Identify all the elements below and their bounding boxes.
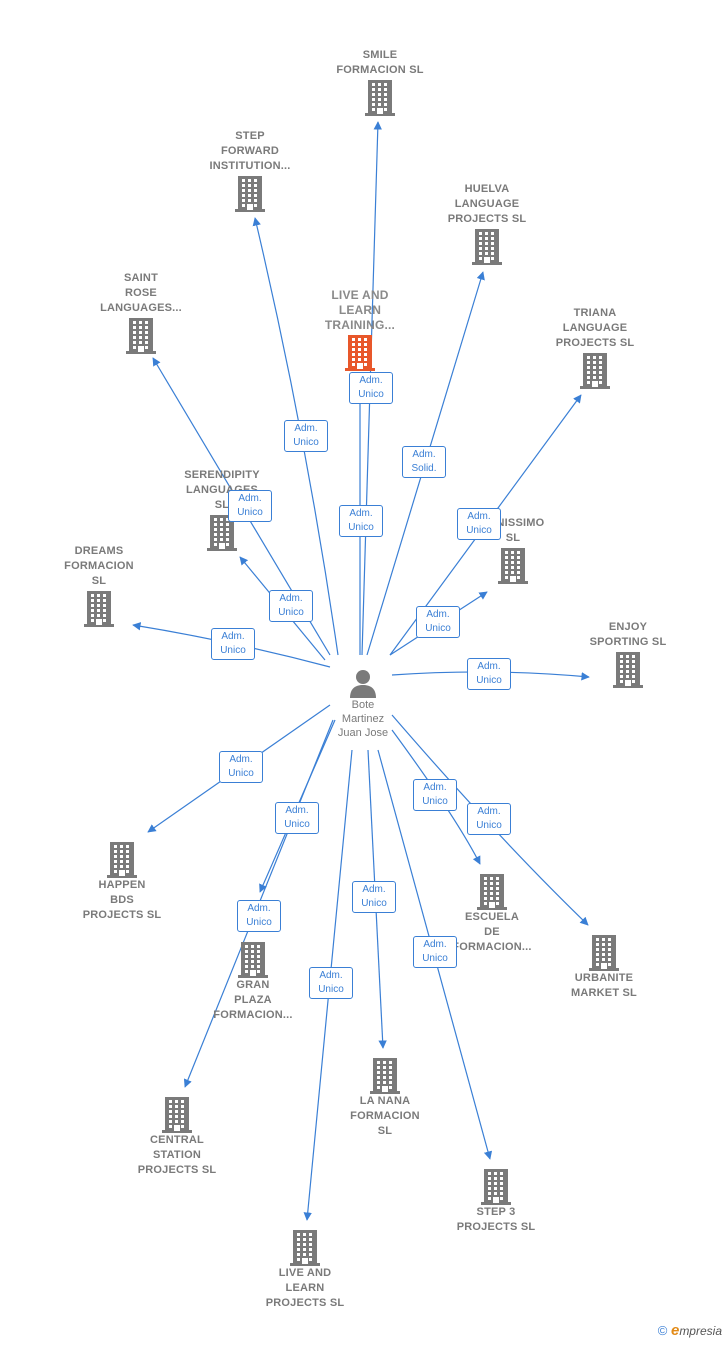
building-icon [162,1097,192,1133]
role-badge-step3[interactable]: Adm. Unico [413,936,457,968]
company-node-happen[interactable]: HAPPEN BDS PROJECTS SL [52,840,192,923]
company-node-smile[interactable]: SMILE FORMACION SL [310,48,450,116]
building-icon [477,874,507,910]
company-node-gran-plaza[interactable]: GRAN PLAZA FORMACION... [183,940,323,1023]
role-badge-serendipity[interactable]: Adm. Unico [269,590,313,622]
role-badge-saint-rose[interactable]: Adm. Unico [228,490,272,522]
company-node-la-nana[interactable]: LA NANA FORMACION SL [315,1056,455,1139]
building-icon [589,935,619,971]
company-name: TRIANA LANGUAGE PROJECTS SL [555,307,635,349]
role-badge-enjoy[interactable]: Adm. Unico [467,658,511,690]
person-icon [350,670,376,698]
building-icon [365,80,395,116]
company-name: URBANITE MARKET SL [571,972,637,999]
building-icon [481,1169,511,1205]
role-badge-step-forward[interactable]: Adm. Unico [284,420,328,452]
role-badge-la-nana[interactable]: Adm. Unico [352,881,396,913]
company-name: GRAN PLAZA FORMACION... [213,979,293,1021]
role-badge-panissimo[interactable]: Adm. Unico [416,606,460,638]
building-icon [126,318,156,354]
role-badge-central-station[interactable]: Adm. Unico [237,900,281,932]
company-node-escuela[interactable]: ESCUELA DE FORMACION... [422,872,562,955]
company-node-live-learn-projects[interactable]: LIVE AND LEARN PROJECTS SL [235,1228,375,1311]
building-icon [235,176,265,212]
brand-logo: empresia [670,1322,722,1339]
center-person[interactable]: Bote Martinez Juan Jose [303,668,423,740]
company-name: STEP 3 PROJECTS SL [456,1206,536,1233]
building-icon [370,1058,400,1094]
company-node-live-learn-training[interactable]: LIVE AND LEARN TRAINING... [290,288,430,371]
role-badge-dreams[interactable]: Adm. Unico [211,628,255,660]
role-badge-triana[interactable]: Adm. Unico [457,508,501,540]
company-name: LIVE AND LEARN TRAINING... [324,288,396,332]
company-node-saint-rose[interactable]: SAINT ROSE LANGUAGES... [71,271,211,354]
company-node-serendipity[interactable]: SERENDIPITY LANGUAGES SL [152,468,292,551]
company-name: HUELVA LANGUAGE PROJECTS SL [447,183,527,225]
company-node-enjoy[interactable]: ENJOY SPORTING SL [558,620,698,688]
building-icon [498,548,528,584]
company-name: SMILE FORMACION SL [336,49,424,76]
company-node-urbanite[interactable]: URBANITE MARKET SL [534,933,674,1001]
company-node-dreams[interactable]: DREAMS FORMACION SL [29,544,169,627]
company-node-central-station[interactable]: CENTRAL STATION PROJECTS SL [107,1095,247,1178]
company-name: ESCUELA DE FORMACION... [452,911,532,953]
role-badge-escuela[interactable]: Adm. Unico [413,779,457,811]
company-node-step-forward[interactable]: STEP FORWARD INSTITUTION... [180,129,320,212]
role-badge-gran-plaza[interactable]: Adm. Unico [275,802,319,834]
copyright-icon: © [657,1323,668,1338]
company-name: LIVE AND LEARN PROJECTS SL [265,1267,345,1309]
company-name: SERENDIPITY LANGUAGES SL [184,469,260,511]
building-icon [613,652,643,688]
building-icon [345,335,375,371]
footer-brand[interactable]: © empresia [658,1322,722,1339]
role-badge-live-learn-projects[interactable]: Adm. Unico [309,967,353,999]
building-icon [290,1230,320,1266]
company-node-huelva[interactable]: HUELVA LANGUAGE PROJECTS SL [417,182,557,265]
company-node-step3[interactable]: STEP 3 PROJECTS SL [426,1167,566,1235]
building-icon [472,229,502,265]
company-name: STEP FORWARD INSTITUTION... [209,130,291,172]
building-icon [238,942,268,978]
role-badge-happen[interactable]: Adm. Unico [219,751,263,783]
company-name: LA NANA FORMACION SL [350,1095,420,1137]
role-badge-live-learn-training[interactable]: Adm. Unico [349,372,393,404]
company-name: HAPPEN BDS PROJECTS SL [82,879,162,921]
company-name: CENTRAL STATION PROJECTS SL [137,1134,217,1176]
company-name: DREAMS FORMACION SL [64,545,134,587]
company-node-triana[interactable]: TRIANA LANGUAGE PROJECTS SL [525,306,665,389]
company-name: SAINT ROSE LANGUAGES... [100,272,182,314]
role-badge-urbanite[interactable]: Adm. Unico [467,803,511,835]
person-name: Bote Martinez Juan Jose [337,699,389,739]
building-icon [107,842,137,878]
role-badge-smile[interactable]: Adm. Unico [339,505,383,537]
role-badge-huelva[interactable]: Adm. Solid. [402,446,446,478]
building-icon [580,353,610,389]
building-icon [207,515,237,551]
company-name: ENJOY SPORTING SL [589,621,667,648]
building-icon [84,591,114,627]
